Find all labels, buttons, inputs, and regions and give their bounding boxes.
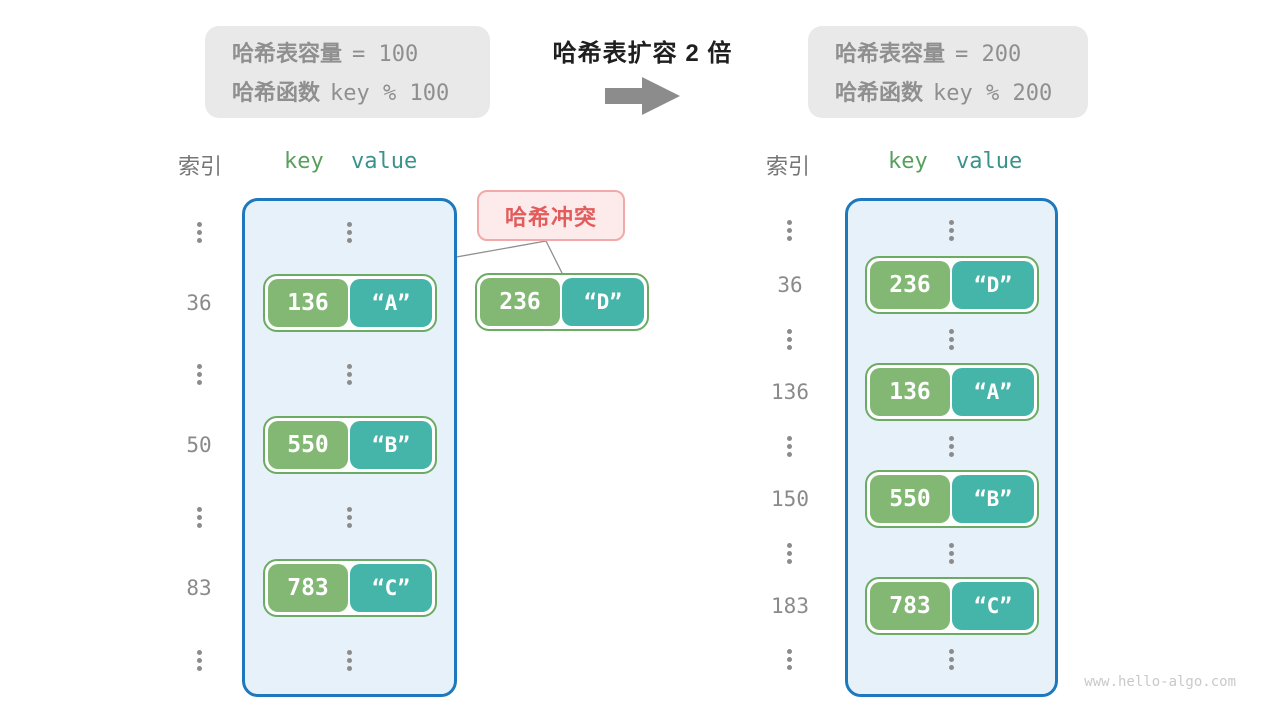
- right-key-header: key: [888, 149, 928, 174]
- ellipsis-icon: [197, 507, 202, 528]
- kv-pair-550B: 550 “B”: [865, 470, 1039, 528]
- ellipsis-icon: [197, 650, 202, 671]
- kv-pair-136A: 136 “A”: [865, 363, 1039, 421]
- value-box: “A”: [952, 368, 1034, 416]
- index-label: 36: [186, 291, 212, 315]
- value-box: “D”: [952, 261, 1034, 309]
- value-box: “B”: [350, 421, 432, 469]
- right-value-header: value: [956, 149, 1023, 174]
- key-box: 136: [870, 368, 950, 416]
- ellipsis-icon: [787, 649, 792, 670]
- index-label: 50: [186, 433, 212, 457]
- value-box: “C”: [952, 582, 1034, 630]
- key-box: 236: [870, 261, 950, 309]
- watermark: www.hello-algo.com: [1084, 674, 1236, 690]
- diagram-title: 哈希表扩容 2 倍: [552, 40, 733, 67]
- ellipsis-icon: [347, 507, 352, 528]
- ellipsis-icon: [949, 329, 954, 350]
- kv-pair-236D: 236 “D”: [865, 256, 1039, 314]
- key-box: 550: [870, 475, 950, 523]
- index-label: 36: [777, 273, 803, 297]
- value-box: “B”: [952, 475, 1034, 523]
- ellipsis-icon: [787, 436, 792, 457]
- index-label: 136: [771, 380, 809, 404]
- expand-arrow-icon: [605, 77, 680, 115]
- value-box: “D”: [562, 278, 644, 326]
- value-box: “A”: [350, 279, 432, 327]
- right-index-header: 索引: [766, 154, 811, 179]
- capacity-line: 哈希表容量= 100: [232, 41, 419, 67]
- kv-pair-136A: 136 “A”: [263, 274, 437, 332]
- ellipsis-icon: [787, 220, 792, 241]
- index-label: 83: [186, 576, 212, 600]
- key-box: 550: [268, 421, 348, 469]
- key-box: 783: [268, 564, 348, 612]
- ellipsis-icon: [787, 329, 792, 350]
- ellipsis-icon: [347, 650, 352, 671]
- left-key-header: key: [284, 149, 324, 174]
- key-box: 236: [480, 278, 560, 326]
- ellipsis-icon: [787, 543, 792, 564]
- kv-pair-783C: 783 “C”: [263, 559, 437, 617]
- kv-pair-550B: 550 “B”: [263, 416, 437, 474]
- ellipsis-icon: [197, 364, 202, 385]
- left-index-header: 索引: [178, 154, 223, 179]
- ellipsis-icon: [347, 364, 352, 385]
- ellipsis-icon: [949, 220, 954, 241]
- ellipsis-icon: [949, 436, 954, 457]
- kv-pair-783C: 783 “C”: [865, 577, 1039, 635]
- kv-pair-236D-colliding: 236 “D”: [475, 273, 649, 331]
- index-label: 150: [771, 487, 809, 511]
- ellipsis-icon: [949, 649, 954, 670]
- key-box: 136: [268, 279, 348, 327]
- hash-collision-label: 哈希冲突: [477, 190, 625, 241]
- key-box: 783: [870, 582, 950, 630]
- capacity-line: 哈希表容量= 200: [835, 41, 1022, 67]
- index-label: 183: [771, 594, 809, 618]
- ellipsis-icon: [347, 222, 352, 243]
- ellipsis-icon: [197, 222, 202, 243]
- value-box: “C”: [350, 564, 432, 612]
- left-value-header: value: [351, 149, 418, 174]
- ellipsis-icon: [949, 543, 954, 564]
